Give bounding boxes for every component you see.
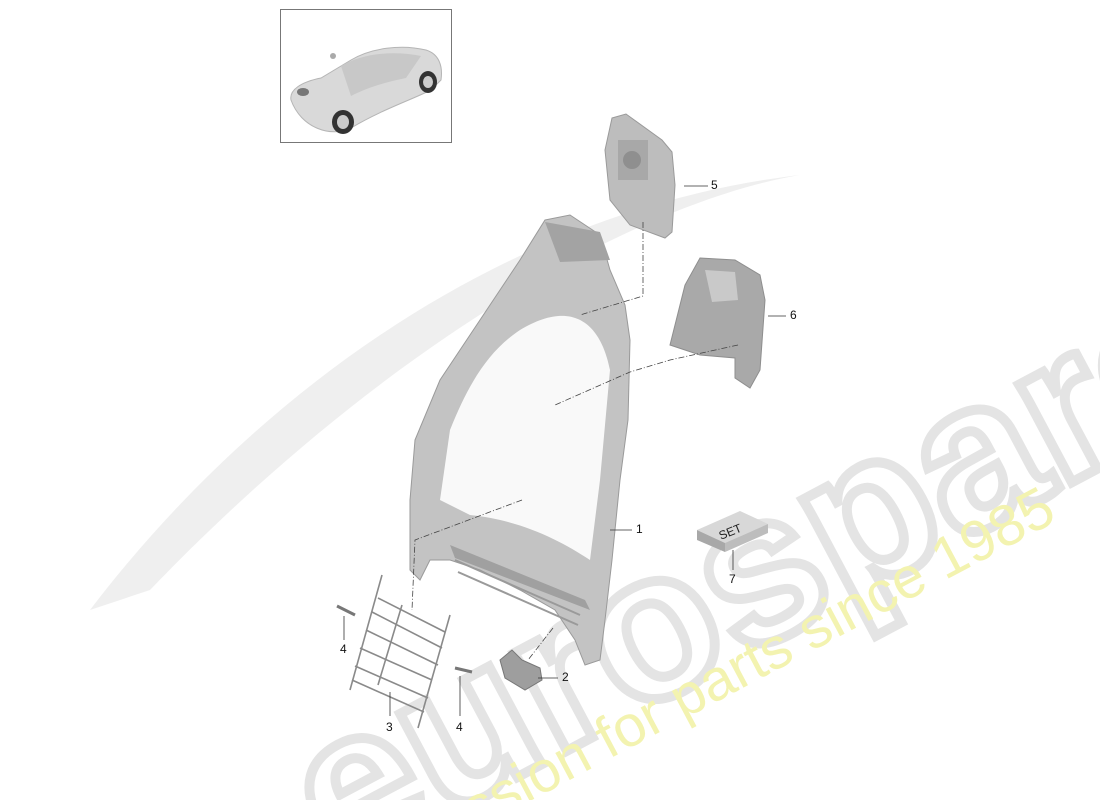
callout-6[interactable]: 6 — [790, 308, 797, 322]
part-4-spring-right[interactable] — [454, 666, 473, 674]
leader-lines — [343, 185, 786, 716]
callout-2[interactable]: 2 — [562, 670, 569, 684]
callout-4-right[interactable]: 4 — [456, 720, 463, 734]
callout-3[interactable]: 3 — [386, 720, 393, 734]
part-6-cover[interactable] — [669, 257, 766, 389]
car-icon — [290, 46, 442, 134]
callout-5[interactable]: 5 — [711, 178, 718, 192]
part-1-frame[interactable] — [409, 214, 631, 666]
assembly-lines — [411, 222, 739, 661]
callout-4-left[interactable]: 4 — [340, 642, 347, 656]
part-2-hinge[interactable] — [499, 649, 543, 691]
part-5-housing[interactable] — [604, 113, 676, 239]
callout-7[interactable]: 7 — [729, 572, 736, 586]
callout-1[interactable]: 1 — [636, 522, 643, 536]
part-4-spring-left[interactable] — [336, 604, 356, 617]
part-3-spring-mat[interactable] — [349, 574, 451, 729]
part-7-set-box[interactable]: SET — [697, 511, 768, 552]
vehicle-thumbnail — [280, 9, 452, 143]
